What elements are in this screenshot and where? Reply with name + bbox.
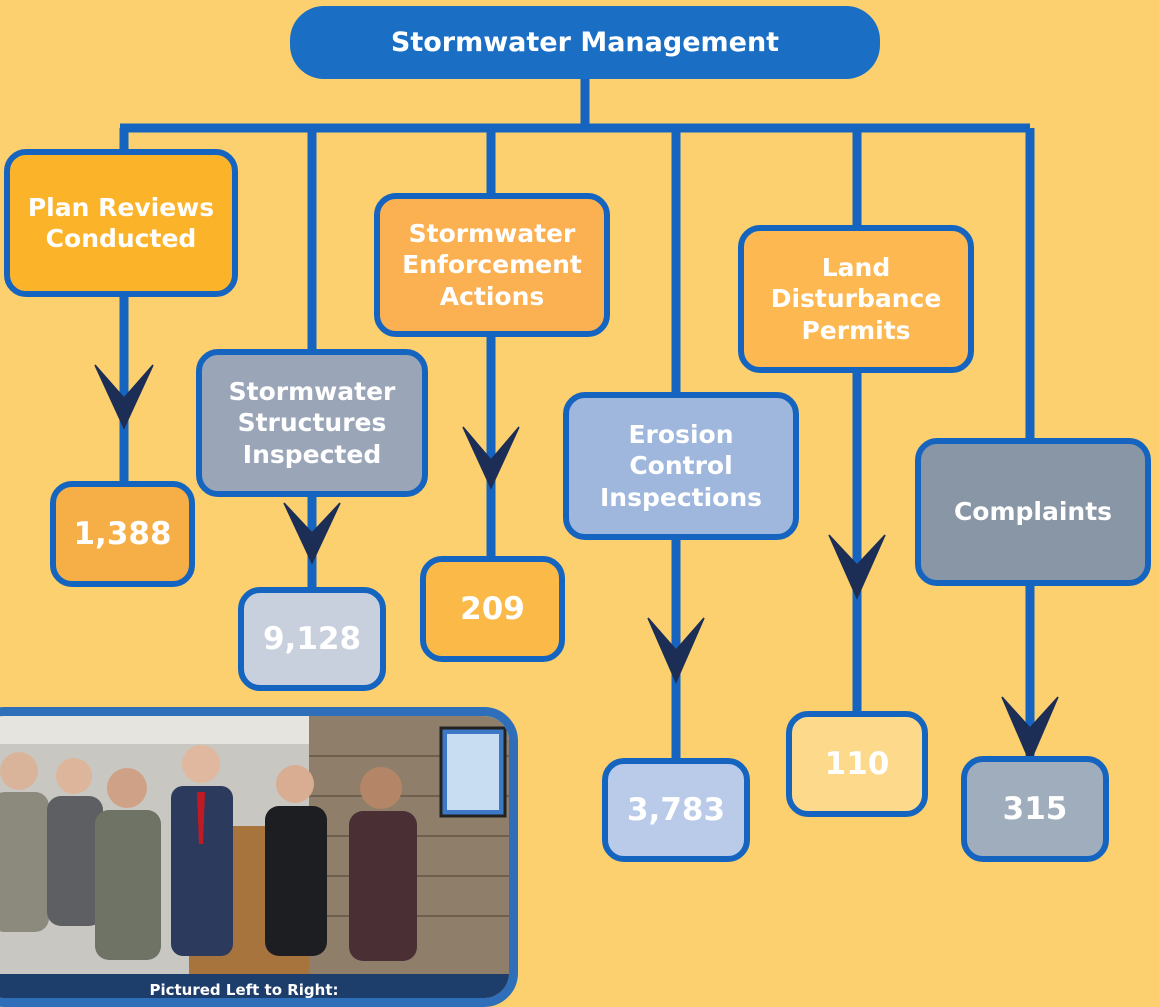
arrow-down-icon	[647, 617, 705, 684]
stormwater-management-title: Stormwater Management	[290, 6, 880, 79]
team-photo: Pictured Left to Right:	[0, 707, 518, 1007]
arrow-down-icon	[94, 364, 154, 430]
complaints-box: Complaints	[915, 438, 1151, 586]
structures-inspected-value: 9,128	[238, 587, 386, 691]
arrow-down-icon	[462, 426, 520, 490]
land-disturbance-value: 110	[786, 711, 928, 817]
complaints-value: 315	[961, 756, 1109, 862]
enforcement-actions-box: Stormwater Enforcement Actions	[374, 193, 610, 337]
arrow-down-icon	[828, 534, 886, 600]
plan-reviews-value: 1,388	[50, 481, 195, 587]
enforcement-actions-value: 209	[420, 556, 565, 662]
land-disturbance-box: Land Disturbance Permits	[738, 225, 974, 373]
plan-reviews-box: Plan Reviews Conducted	[4, 149, 238, 297]
erosion-control-value: 3,783	[602, 758, 750, 862]
arrow-down-icon	[283, 502, 341, 565]
team-photo-image	[0, 716, 509, 998]
structures-inspected-box: Stormwater Structures Inspected	[196, 349, 428, 497]
photo-caption: Pictured Left to Right:	[0, 974, 509, 998]
erosion-control-box: Erosion Control Inspections	[563, 392, 799, 540]
arrow-down-icon	[1001, 696, 1059, 764]
